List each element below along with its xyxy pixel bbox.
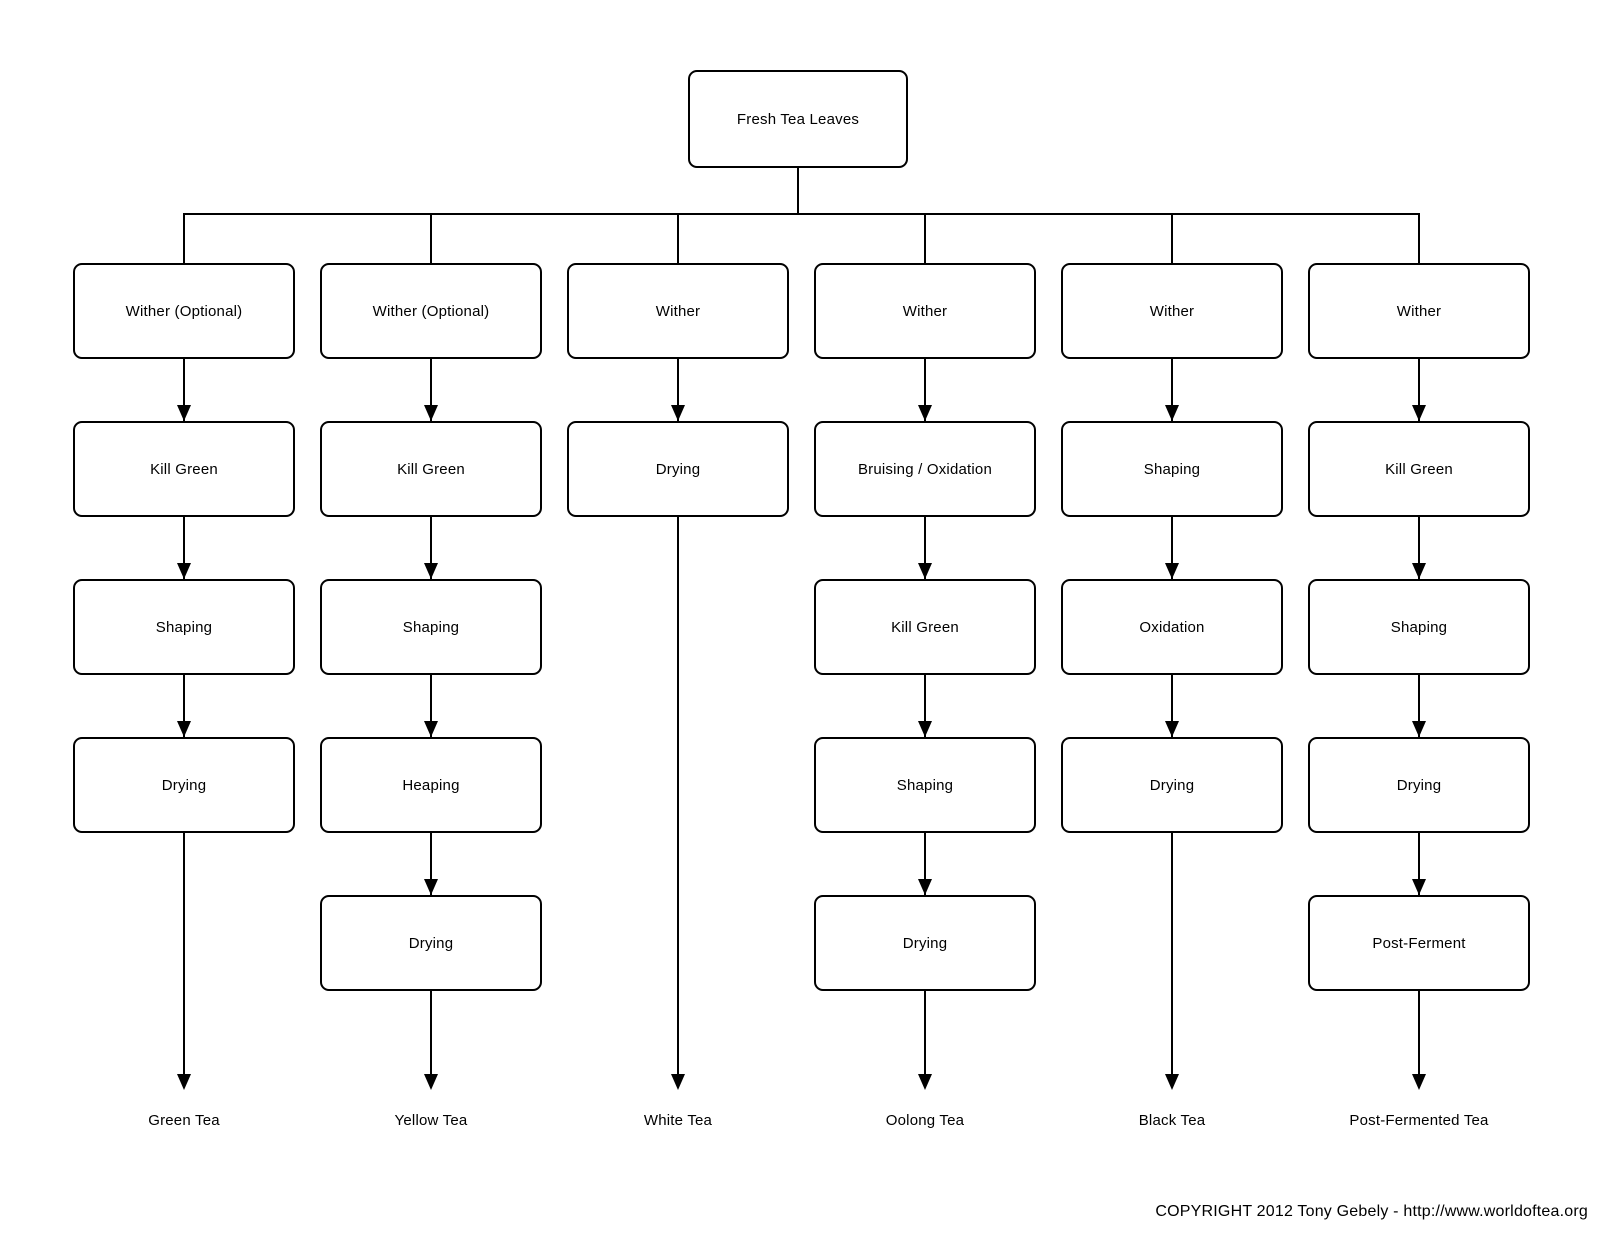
tea-type-label: Yellow Tea [394,1112,468,1129]
connector-line [924,213,926,263]
arrow-down-icon [918,879,932,895]
step-box: Wither [1061,263,1283,359]
step-box: Shaping [73,579,295,675]
step-box: Kill Green [1308,421,1530,517]
step-box: Wither [567,263,789,359]
step-box: Bruising / Oxidation [814,421,1036,517]
step-box: Shaping [320,579,542,675]
connector-line [677,213,679,263]
arrow-down-icon [918,563,932,579]
step-box: Drying [1061,737,1283,833]
step-box: Drying [1308,737,1530,833]
arrow-down-icon [177,405,191,421]
connector-line [430,359,432,421]
connector-line [430,213,432,263]
connector-line [183,359,185,421]
connector-line [430,991,432,1076]
connector-line [1418,213,1420,263]
arrow-down-icon [424,405,438,421]
step-box: Wither (Optional) [73,263,295,359]
arrow-down-icon [671,405,685,421]
step-box: Drying [73,737,295,833]
step-box: Wither [1308,263,1530,359]
step-box: Shaping [814,737,1036,833]
arrow-down-icon [1165,405,1179,421]
arrow-down-icon [1165,1074,1179,1090]
connector-line [183,213,185,263]
step-box: Wither (Optional) [320,263,542,359]
connector-line [1418,833,1420,895]
arrow-down-icon [424,1074,438,1090]
tea-type-label: Black Tea [1138,1112,1206,1129]
arrow-down-icon [671,1074,685,1090]
step-box: Oxidation [1061,579,1283,675]
connector-line [924,359,926,421]
arrow-down-icon [177,721,191,737]
root-box: Fresh Tea Leaves [688,70,908,168]
connector-line [1171,213,1173,263]
connector-line [430,833,432,895]
arrow-down-icon [177,563,191,579]
connector-line [1418,675,1420,737]
tea-type-label: Oolong Tea [885,1112,965,1129]
arrow-down-icon [1165,721,1179,737]
connector-line [1171,675,1173,737]
step-box: Shaping [1061,421,1283,517]
arrow-down-icon [1412,721,1426,737]
step-box: Wither [814,263,1036,359]
step-box: Drying [814,895,1036,991]
step-box: Heaping [320,737,542,833]
connector-line [797,168,799,215]
step-box: Post-Ferment [1308,895,1530,991]
connector-line [183,833,185,1076]
connector-line [1171,833,1173,1076]
connector-line [924,517,926,579]
step-box: Kill Green [814,579,1036,675]
step-box: Drying [567,421,789,517]
arrow-down-icon [424,721,438,737]
connector-line [924,833,926,895]
connector-line [1418,991,1420,1076]
copyright-text: COPYRIGHT 2012 Tony Gebely - http://www.… [1155,1203,1588,1220]
connector-line [677,359,679,421]
connector-line [430,675,432,737]
connector-line [1418,359,1420,421]
connector-line [1418,517,1420,579]
arrow-down-icon [1165,563,1179,579]
connector-line [1171,359,1173,421]
step-box: Drying [320,895,542,991]
connector-line [924,991,926,1076]
connector-line [677,517,679,1076]
tea-type-label: Green Tea [148,1112,220,1129]
arrow-down-icon [177,1074,191,1090]
step-box: Shaping [1308,579,1530,675]
arrow-down-icon [918,721,932,737]
connector-bus-line [183,213,1420,215]
tea-type-label: White Tea [643,1112,713,1129]
arrow-down-icon [918,1074,932,1090]
arrow-down-icon [1412,405,1426,421]
arrow-down-icon [424,563,438,579]
connector-line [430,517,432,579]
tea-type-label: Post-Fermented Tea [1349,1112,1489,1129]
arrow-down-icon [424,879,438,895]
step-box: Kill Green [73,421,295,517]
arrow-down-icon [1412,1074,1426,1090]
connector-line [1171,517,1173,579]
arrow-down-icon [918,405,932,421]
connector-line [924,675,926,737]
connector-line [183,675,185,737]
arrow-down-icon [1412,563,1426,579]
step-box: Kill Green [320,421,542,517]
arrow-down-icon [1412,879,1426,895]
connector-line [183,517,185,579]
